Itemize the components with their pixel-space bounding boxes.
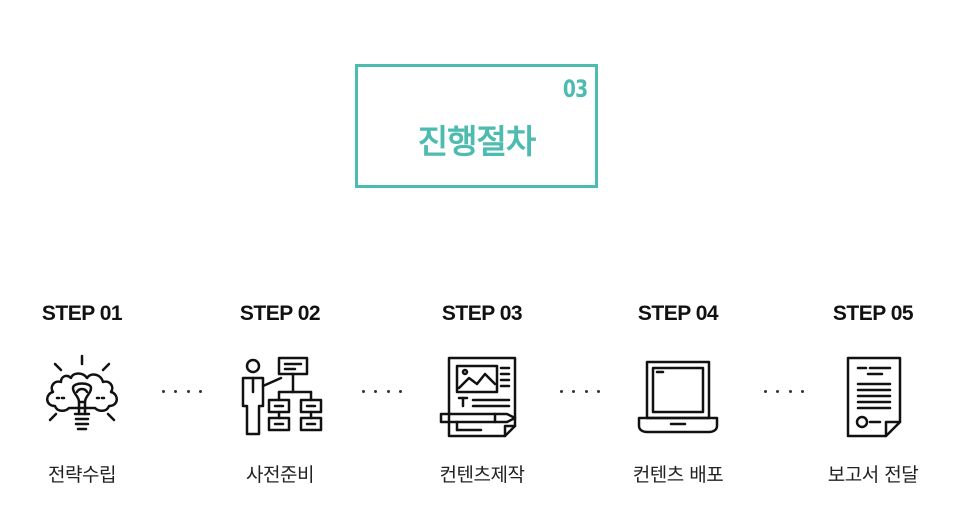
lightbulb-brain-icon	[37, 352, 127, 442]
presenter-org-chart-icon	[235, 352, 325, 442]
step-connector-dots	[764, 390, 804, 398]
step-connector-dots	[560, 390, 600, 398]
step-name: 컨텐츠 배포	[632, 464, 724, 486]
section-title-box: 03 진행절차	[355, 64, 598, 188]
laptop-icon	[633, 352, 723, 442]
step-label: STEP 04	[637, 302, 719, 325]
step-name: 사전준비	[246, 464, 314, 486]
step-label: STEP 05	[832, 302, 914, 325]
step-label: STEP 03	[441, 302, 523, 325]
step-1: STEP 01 전략수립	[2, 300, 162, 500]
report-document-icon	[828, 352, 918, 442]
step-name: 보고서 전달	[827, 464, 919, 486]
section-title: 진행절차	[417, 122, 536, 161]
step-label: STEP 01	[41, 302, 123, 325]
section-number: 03	[562, 75, 588, 103]
step-connector-dots	[162, 390, 202, 398]
step-connector-dots	[362, 390, 402, 398]
step-name: 전략수립	[48, 464, 116, 486]
step-4: STEP 04 컨텐츠 배포	[598, 300, 758, 500]
step-2: STEP 02 사전준비	[200, 300, 360, 500]
design-document-pen-icon	[437, 352, 527, 442]
step-5: STEP 05 보고서 전달	[793, 300, 953, 500]
step-label: STEP 02	[239, 302, 321, 325]
step-name: 컨텐츠제작	[439, 464, 525, 486]
step-3: STEP 03 컨텐츠제작	[402, 300, 562, 500]
